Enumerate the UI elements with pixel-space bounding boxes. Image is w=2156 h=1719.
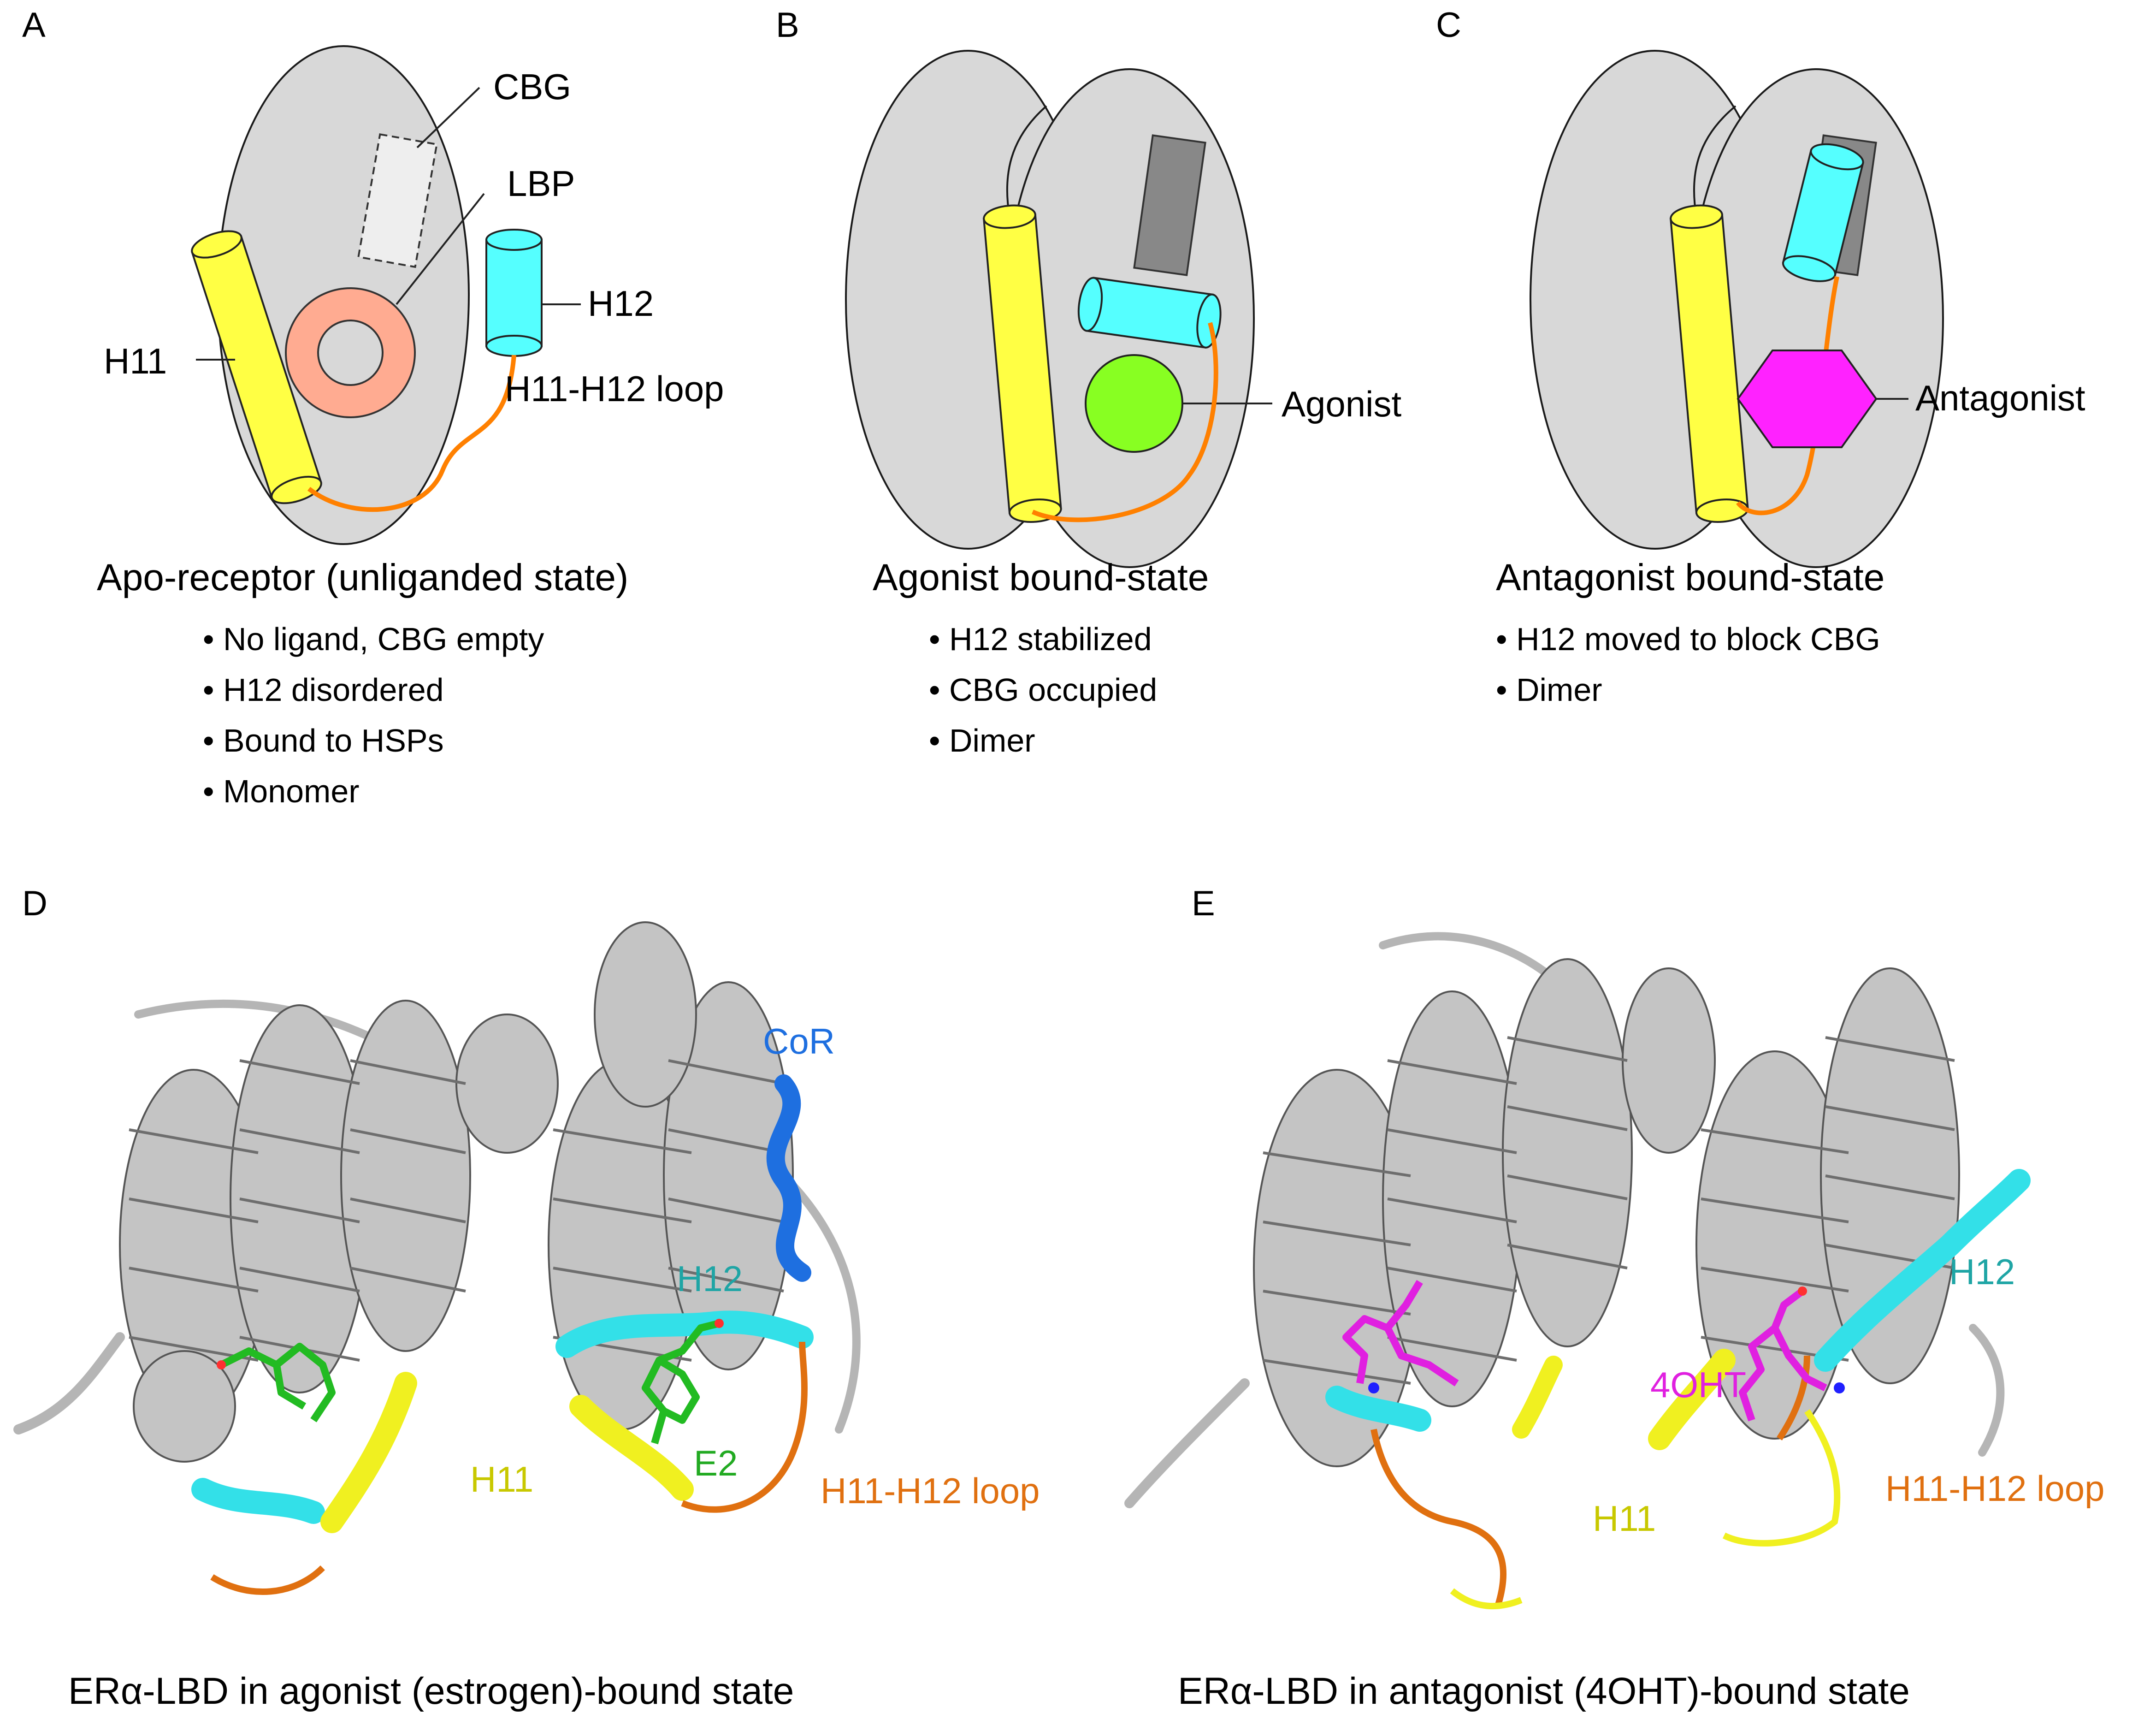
label-cor: CoR bbox=[763, 1021, 835, 1061]
helix-bundle bbox=[1253, 958, 1960, 1467]
bullet-item: • Bound to HSPs bbox=[203, 723, 444, 759]
bullet-item: • Monomer bbox=[203, 773, 360, 809]
h12-helix-left bbox=[1325, 1386, 1431, 1432]
h11-h12-loop-left bbox=[210, 1565, 325, 1595]
h11-h12-loop bbox=[1722, 1409, 1841, 1547]
panel-d-caption: ERα-LBD in agonist (estrogen)-bound stat… bbox=[68, 1670, 794, 1712]
label-lbp: LBP bbox=[507, 163, 575, 204]
label-loop: H11-H12 loop bbox=[505, 368, 724, 409]
panel-letter-e: E bbox=[1192, 884, 1215, 923]
h11-cylinder bbox=[191, 230, 322, 504]
bullet-item: • H12 stabilized bbox=[929, 621, 1152, 657]
h11-h12-loop-left bbox=[1370, 1429, 1507, 1606]
panel-letter-b: B bbox=[776, 6, 799, 45]
bullet-item: • H12 disordered bbox=[203, 672, 444, 708]
h11-helix-left bbox=[320, 1372, 417, 1533]
panel-b: B Agonist Agonist bound-state • H12 stab… bbox=[776, 6, 1401, 759]
panel-d: D CoR H12 bbox=[13, 884, 1040, 1712]
panel-letter-d: D bbox=[22, 884, 47, 923]
panel-a-title: Apo-receptor (unliganded state) bbox=[97, 557, 628, 599]
h11-cylinder bbox=[983, 204, 1062, 523]
h11-h12-loop bbox=[1736, 276, 1839, 516]
panel-letter-a: A bbox=[22, 6, 46, 45]
bullet-item: • Dimer bbox=[929, 723, 1035, 759]
ligand-nitrogen bbox=[1834, 1382, 1845, 1393]
panel-e-caption: ERα-LBD in antagonist (4OHT)-bound state bbox=[1178, 1670, 1910, 1712]
helix-stripes bbox=[129, 1059, 784, 1362]
cor-peptide bbox=[766, 1074, 811, 1282]
label-h12: H12 bbox=[1949, 1251, 2015, 1292]
cbg-leader-line bbox=[416, 87, 480, 148]
h11-h12-loop bbox=[307, 355, 516, 512]
h12-cylinder bbox=[485, 229, 543, 357]
panel-c: C Antagonist Antagonist bound-state • H1… bbox=[1436, 6, 2085, 708]
panel-c-title: Antagonist bound-state bbox=[1496, 557, 1884, 599]
h11-helix bbox=[1648, 1349, 1736, 1450]
label-h12: H12 bbox=[677, 1258, 743, 1299]
e2-oxygen bbox=[715, 1319, 724, 1328]
panel-letter-c: C bbox=[1436, 6, 1461, 45]
h11-h12-loop bbox=[681, 1341, 808, 1513]
ohtext-ligand bbox=[1342, 1280, 1827, 1422]
label-loop: H11-H12 loop bbox=[821, 1470, 1040, 1511]
helix-stripes bbox=[1263, 1036, 1955, 1385]
label-4oht: 4OHT bbox=[1650, 1364, 1746, 1405]
antagonist-ligand bbox=[1737, 350, 1878, 448]
bullet-item: • Dimer bbox=[1496, 672, 1602, 708]
bullet-item: • CBG occupied bbox=[929, 672, 1157, 708]
label-h12: H12 bbox=[588, 283, 654, 324]
h11-h12-loop-orange bbox=[1777, 1355, 1810, 1440]
bullet-item: • No ligand, CBG empty bbox=[203, 621, 544, 657]
h11-helix-left bbox=[1512, 1356, 1563, 1439]
lbp-leader-line bbox=[396, 193, 485, 305]
panel-b-bullets: • H12 stabilized • CBG occupied • Dimer bbox=[929, 621, 1157, 759]
bullet-item: • H12 moved to block CBG bbox=[1496, 621, 1880, 657]
panel-a: A CBG LBP H11 H12 H11-H12 loop Ap bbox=[22, 6, 724, 809]
label-h11: H11 bbox=[1593, 1498, 1656, 1539]
ligand-oxygen bbox=[1798, 1286, 1807, 1296]
cbg-pocket-filled bbox=[1133, 134, 1206, 276]
panel-a-bullets: • No ligand, CBG empty • H12 disordered … bbox=[203, 621, 544, 809]
lbp-ring bbox=[286, 288, 415, 417]
h11-helix bbox=[569, 1395, 694, 1501]
h12-helix bbox=[1814, 1169, 2031, 1372]
h11-h12-loop bbox=[1031, 322, 1218, 522]
h12-cylinder bbox=[1782, 143, 1864, 282]
label-h11: H11 bbox=[470, 1459, 533, 1500]
label-loop: H11-H12 loop bbox=[1885, 1468, 2105, 1509]
e2-oxygen bbox=[217, 1360, 226, 1369]
agonist-ligand bbox=[1085, 354, 1183, 453]
h11-cylinder bbox=[1670, 204, 1749, 523]
e2-ligand bbox=[219, 1320, 720, 1445]
label-h11: H11 bbox=[104, 341, 167, 381]
panel-c-bullets: • H12 moved to block CBG • Dimer bbox=[1496, 621, 1880, 708]
panel-e: E H12 H11 bbox=[1124, 884, 2105, 1712]
ligand-nitrogen bbox=[1368, 1382, 1379, 1393]
label-cbg: CBG bbox=[493, 66, 571, 107]
h12-helix-left bbox=[191, 1478, 325, 1524]
panel-b-title: Agonist bound-state bbox=[873, 557, 1209, 599]
label-antagonist: Antagonist bbox=[1915, 378, 2085, 418]
label-agonist: Agonist bbox=[1282, 384, 1401, 424]
label-e2: E2 bbox=[694, 1443, 738, 1483]
cbg-pocket-empty bbox=[357, 133, 438, 268]
